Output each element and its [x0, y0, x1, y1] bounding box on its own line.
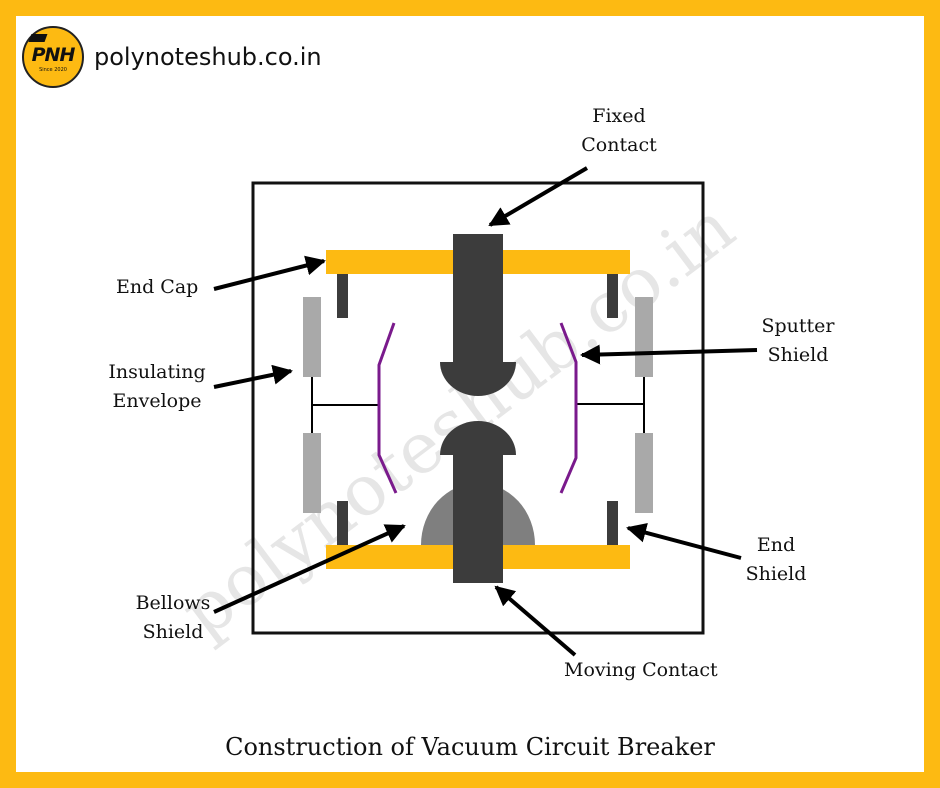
label-end-shield: End Shield	[736, 531, 816, 589]
arrow-end-shield	[626, 522, 742, 560]
label-sputter-shield: Sputter Shield	[752, 312, 844, 370]
brand-header: PNH Since 2020 polynoteshub.co.in	[22, 26, 322, 88]
arrow-bellows-shield	[213, 524, 406, 614]
label-bellows-shield: Bellows Shield	[124, 589, 222, 647]
label-fixed-contact-line1: Fixed	[592, 105, 646, 127]
pnh-logo: PNH Since 2020	[22, 26, 84, 88]
arrow-sputter-shield	[580, 344, 758, 365]
fixed-contact-rod	[453, 234, 503, 364]
label-end-shield-line2: Shield	[745, 563, 807, 585]
label-bellows-shield-line1: Bellows	[135, 592, 211, 614]
moving-contact-rod	[453, 454, 503, 583]
fixed-contact-head	[440, 362, 516, 396]
sputter-shield-right	[559, 322, 578, 494]
arrow-insulating-envelope	[213, 364, 293, 389]
end-shield-top-right	[607, 274, 618, 318]
end-shield-top-left	[337, 274, 348, 318]
logo-text: PNH	[31, 44, 76, 66]
arrow-moving-contact	[494, 585, 577, 657]
label-end-shield-line1: End	[756, 534, 796, 556]
diagram-caption: Construction of Vacuum Circuit Breaker	[225, 733, 715, 761]
logo-subtext: Since 2020	[39, 67, 67, 73]
insulating-envelope-left-upper	[303, 297, 321, 377]
insulating-envelope-right-lower	[635, 433, 653, 513]
vacuum-chamber	[251, 181, 705, 635]
label-fixed-contact-line2: Contact	[581, 134, 657, 156]
label-insulating-envelope: Insulating Envelope	[96, 358, 218, 416]
moving-contact-head	[440, 421, 516, 455]
site-name: polynoteshub.co.in	[94, 43, 322, 71]
label-sputter-shield-line1: Sputter	[761, 315, 835, 337]
label-insulating-envelope-line1: Insulating	[108, 361, 206, 383]
label-fixed-contact: Fixed Contact	[560, 102, 678, 160]
label-moving-contact: Moving Contact	[564, 659, 718, 681]
arrow-end-cap	[213, 255, 326, 291]
end-shield-bottom-right	[607, 501, 618, 545]
insulating-envelope-right-upper	[635, 297, 653, 377]
label-insulating-envelope-line2: Envelope	[112, 390, 202, 412]
end-shield-bottom-left	[337, 501, 348, 545]
label-bellows-shield-line2: Shield	[142, 621, 204, 643]
arrow-fixed-contact	[488, 166, 589, 227]
label-sputter-shield-line2: Shield	[767, 344, 829, 366]
sputter-shield-left	[377, 322, 398, 494]
insulating-envelope-left-lower	[303, 433, 321, 513]
label-end-cap: End Cap	[116, 276, 199, 298]
